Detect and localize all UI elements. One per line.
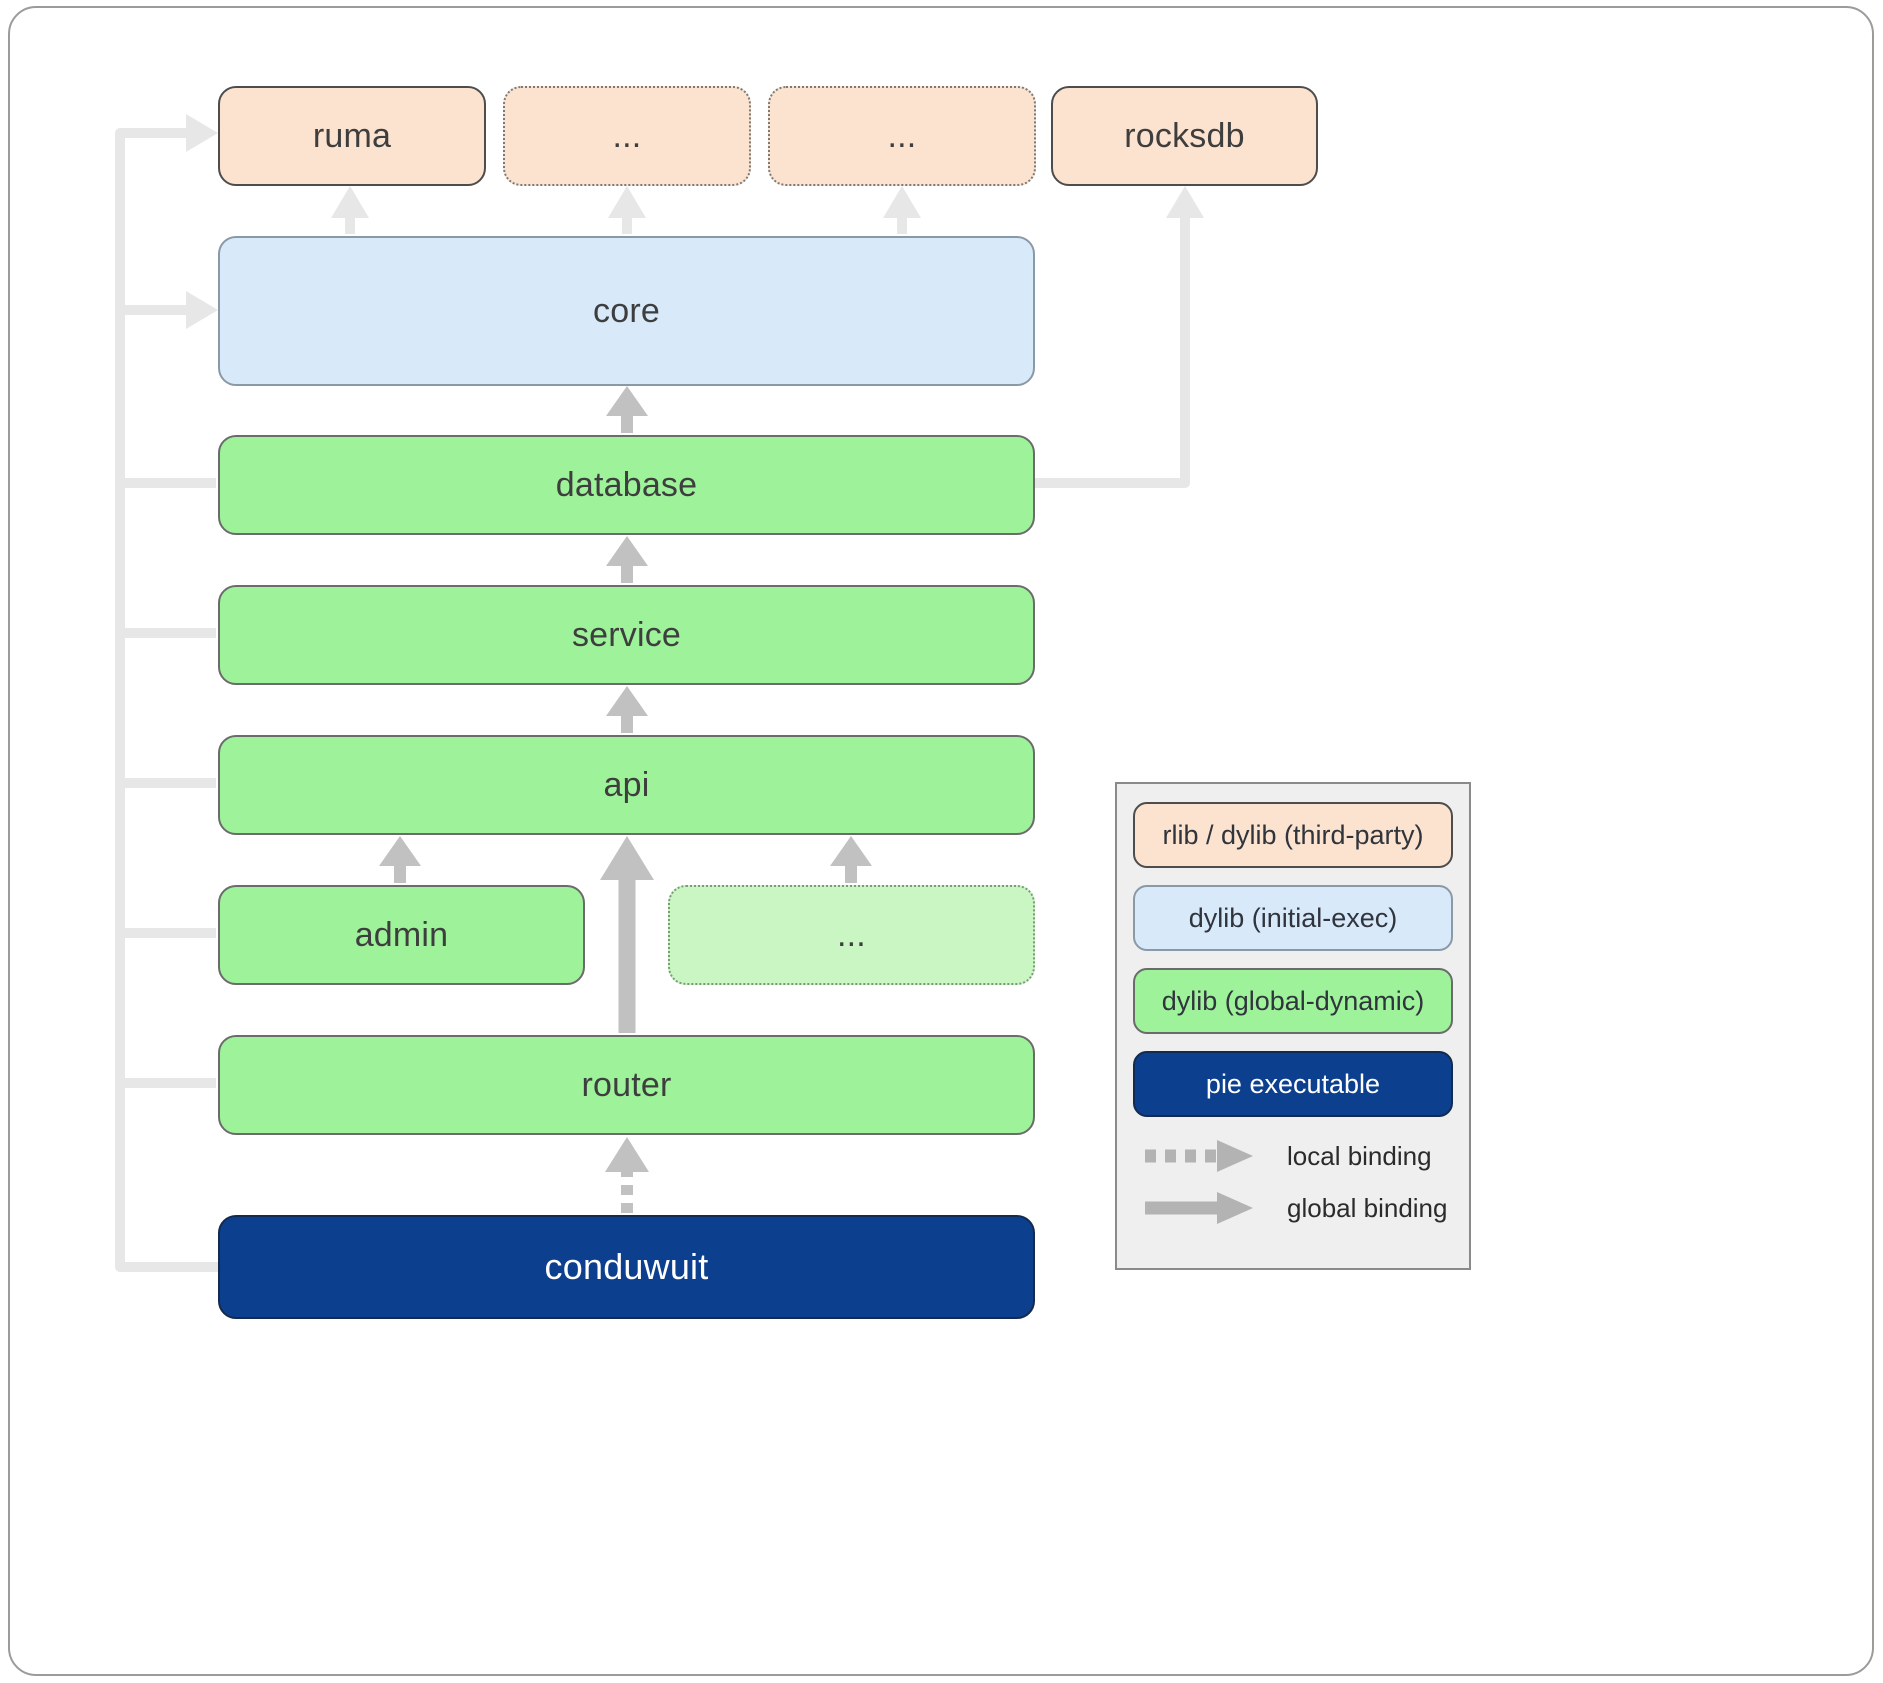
legend-row-local-binding: local binding (1141, 1134, 1469, 1178)
legend-label-global-binding: global binding (1287, 1192, 1448, 1223)
node-database: database (218, 435, 1035, 535)
node-core: core (218, 236, 1035, 386)
arrowhead-router-to-api (600, 836, 654, 880)
arrowhead-bus-to-core (186, 291, 218, 329)
legend-swatch-global-dynamic: dylib (global-dynamic) (1133, 968, 1453, 1034)
arrowhead-dots-to-api (830, 836, 872, 866)
diagram-frame (8, 6, 1874, 1676)
edge-bus-trunk (115, 128, 218, 1272)
arrowhead-core-to-dots1 (608, 186, 646, 218)
node-router: router (218, 1035, 1035, 1135)
legend-row-global-binding: global binding (1141, 1186, 1469, 1230)
node-ruma: ruma (218, 86, 486, 186)
node-ellipsis-top-1: ... (503, 86, 751, 186)
arrowhead-core-to-ruma (331, 186, 369, 218)
arrowhead-database-to-core (606, 386, 648, 416)
node-api: api (218, 735, 1035, 835)
legend-label-local-binding: local binding (1287, 1140, 1432, 1171)
local-binding-arrow-icon (1145, 1140, 1253, 1172)
legend-panel: rlib / dylib (third-party) dylib (initia… (1115, 782, 1471, 1270)
arrowhead-to-rocksdb (1166, 186, 1204, 218)
legend-swatch-third-party: rlib / dylib (third-party) (1133, 802, 1453, 868)
edge-database-rocksdb (1035, 218, 1190, 488)
arrowhead-core-to-dots2 (883, 186, 921, 218)
arrowhead-bus-to-ruma (186, 114, 218, 152)
node-service: service (218, 585, 1035, 685)
node-rocksdb: rocksdb (1051, 86, 1318, 186)
node-admin: admin (218, 885, 585, 985)
legend-swatch-pie-executable: pie executable (1133, 1051, 1453, 1117)
arrowhead-service-to-database (606, 536, 648, 566)
legend-swatch-initial-exec: dylib (initial-exec) (1133, 885, 1453, 951)
arrowhead-api-to-service (606, 686, 648, 716)
node-conduwuit: conduwuit (218, 1215, 1035, 1319)
node-ellipsis-top-2: ... (768, 86, 1036, 186)
global-binding-arrow-icon (1145, 1192, 1253, 1224)
arrowhead-conduwuit-to-router (605, 1137, 649, 1172)
node-ellipsis-mid: ... (668, 885, 1035, 985)
arrowhead-admin-to-api (379, 836, 421, 866)
